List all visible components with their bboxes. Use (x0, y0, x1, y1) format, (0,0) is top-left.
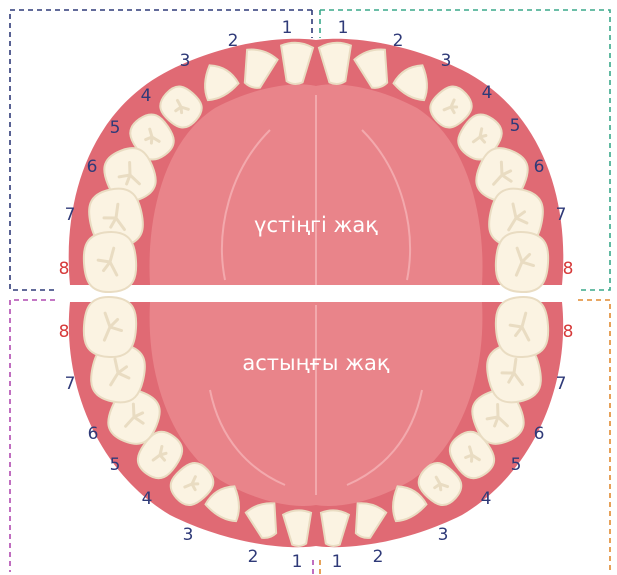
upper-left-number-5: 5 (110, 118, 121, 138)
lower-left-number-5: 5 (110, 455, 121, 475)
upper-right-number-4: 4 (482, 83, 493, 103)
lower-left-number-1: 1 (292, 552, 303, 572)
lower-right-tooth-8 (494, 295, 550, 358)
lower-left-number-3: 3 (183, 525, 194, 545)
upper-right-number-7: 7 (556, 205, 567, 225)
upper-right-number-2: 2 (393, 31, 404, 51)
lower-right-number-7: 7 (556, 374, 567, 394)
quadrant-lower-right-guide (578, 300, 610, 572)
upper-left-number-6: 6 (87, 157, 98, 177)
lower-left-number-8: 8 (59, 322, 70, 342)
upper-left-number-3: 3 (180, 51, 191, 71)
lower-right-number-6: 6 (534, 424, 545, 444)
upper-right-number-3: 3 (441, 51, 452, 71)
lower-jaw-label: астыңғы жақ (242, 351, 390, 375)
lower-right-number-1: 1 (332, 552, 343, 572)
lower-right-number-2: 2 (373, 547, 384, 567)
lower-right-number-4: 4 (481, 489, 492, 509)
lower-left-number-6: 6 (88, 424, 99, 444)
upper-right-number-1: 1 (338, 18, 349, 38)
upper-left-tooth-8 (82, 230, 138, 293)
lower-jaw: астыңғы жақ (69, 295, 563, 547)
lower-left-tooth-8 (82, 295, 138, 358)
lower-left-number-4: 4 (142, 489, 153, 509)
upper-right-tooth-8 (494, 230, 550, 293)
lower-left-number-7: 7 (65, 374, 76, 394)
upper-right-number-6: 6 (534, 157, 545, 177)
upper-left-number-2: 2 (228, 31, 239, 51)
lower-right-number-3: 3 (438, 525, 449, 545)
upper-left-number-7: 7 (65, 205, 76, 225)
upper-left-number-1: 1 (282, 18, 293, 38)
quadrant-lower-left-guide (10, 300, 55, 572)
upper-jaw: үстіңгі жақ (69, 39, 564, 294)
upper-left-number-4: 4 (141, 86, 152, 106)
upper-right-number-8: 8 (563, 259, 574, 279)
upper-left-number-8: 8 (59, 259, 70, 279)
lower-right-number-8: 8 (563, 322, 574, 342)
upper-jaw-label: үстіңгі жақ (254, 213, 378, 237)
upper-right-number-5: 5 (510, 116, 521, 136)
lower-left-number-2: 2 (248, 547, 259, 567)
lower-right-number-5: 5 (511, 455, 522, 475)
